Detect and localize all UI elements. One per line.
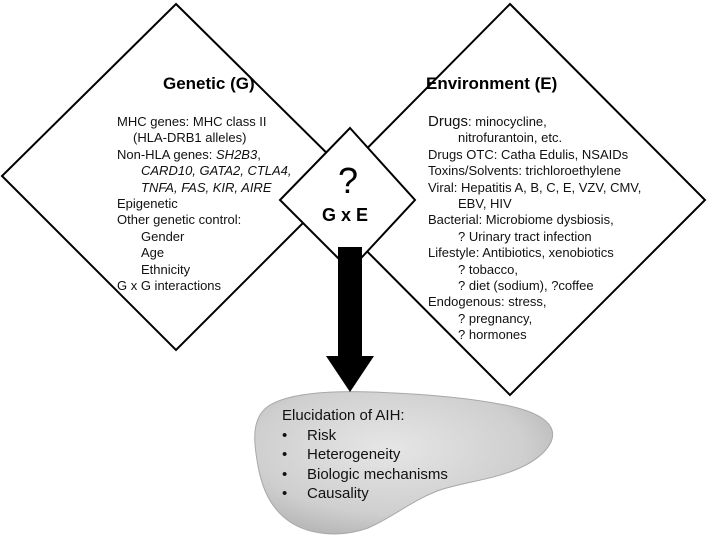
diet-item: ? diet (sodium), ?coffee bbox=[458, 278, 594, 294]
outcome-heading: Elucidation of AIH: bbox=[282, 407, 405, 424]
interaction-question-mark: ? bbox=[338, 160, 359, 201]
other-genetic-control: Other genetic control: bbox=[117, 212, 242, 228]
genetic-factors: MHC genes: MHC class II (HLA-DRB1 allele… bbox=[117, 114, 292, 294]
environment-title: Environment (E) bbox=[426, 74, 558, 93]
bullet-icon: • bbox=[282, 485, 288, 502]
toxins-solvents: Toxins/Solvents: trichloroethylene bbox=[428, 163, 621, 179]
bacterial-cont: ? Urinary tract infection bbox=[458, 228, 592, 244]
age-item: Age bbox=[141, 245, 165, 261]
genetic-diamond bbox=[0, 2, 352, 352]
tobacco-item: ? tobacco, bbox=[458, 261, 518, 277]
outcome-item-heterogeneity: •Heterogeneity bbox=[282, 446, 401, 463]
lifestyle-item: Lifestyle: Antibiotics, xenobiotics bbox=[428, 245, 614, 261]
bullet-icon: • bbox=[282, 426, 288, 444]
bullet-icon: • bbox=[282, 446, 288, 463]
outcome-item-causality: •Causality bbox=[282, 485, 369, 502]
mhc-genes-label: MHC genes: MHC class II bbox=[117, 114, 267, 129]
arrow-shaft bbox=[338, 247, 362, 358]
drugs-label: Drugs bbox=[428, 113, 469, 130]
non-hla-genes-2: CARD10, GATA2, CTLA4, bbox=[141, 163, 292, 179]
pregnancy-item: ? pregnancy, bbox=[458, 310, 533, 326]
outcome-item-risk: •Risk bbox=[282, 426, 337, 444]
ethnicity-item: Ethnicity bbox=[141, 261, 191, 277]
gxe-label: G x E bbox=[322, 205, 369, 225]
viral-cont: EBV, HIV bbox=[458, 196, 512, 212]
outcome-box: Elucidation of AIH: •Risk •Heterogeneity… bbox=[282, 406, 448, 504]
gxg-interactions: G x G interactions bbox=[117, 278, 222, 294]
non-hla-genes-line: Non-HLA genes: SH2B3, bbox=[117, 146, 261, 162]
drugs-value: : minocycline, bbox=[468, 114, 547, 129]
arrow-head bbox=[326, 356, 374, 392]
bullet-icon: • bbox=[282, 465, 288, 483]
bacterial-item: Bacterial: Microbiome dysbiosis, bbox=[428, 212, 614, 228]
gender-item: Gender bbox=[141, 228, 185, 244]
non-hla-gene-sh2b3: SH2B3 bbox=[216, 146, 258, 162]
environment-factors: Drugs: minocycline, nitrofurantoin, etc.… bbox=[428, 113, 642, 344]
viral-item: Viral: Hepatitis A, B, C, E, VZV, CMV, bbox=[428, 179, 642, 195]
non-hla-genes-label: Non-HLA genes: bbox=[117, 146, 217, 162]
environment-diamond bbox=[314, 2, 707, 397]
liver-shape bbox=[254, 391, 554, 535]
drugs-otc: Drugs OTC: Catha Edulis, NSAIDs bbox=[428, 146, 629, 162]
genetic-title: Genetic (G) bbox=[163, 74, 255, 93]
drugs-cont: nitrofurantoin, etc. bbox=[458, 130, 563, 146]
non-hla-genes-3: TNFA, FAS, KIR, AIRE bbox=[141, 179, 272, 195]
epigenetic-item: Epigenetic bbox=[117, 196, 178, 212]
mhc-alleles: (HLA-DRB1 alleles) bbox=[133, 130, 247, 146]
drugs-line: Drugs: minocycline, bbox=[428, 113, 641, 130]
outcome-item-mechanisms: •Biologic mechanisms bbox=[282, 465, 448, 483]
endogenous-item: Endogenous: stress, bbox=[428, 294, 547, 310]
hormones-item: ? hormones bbox=[458, 327, 527, 343]
